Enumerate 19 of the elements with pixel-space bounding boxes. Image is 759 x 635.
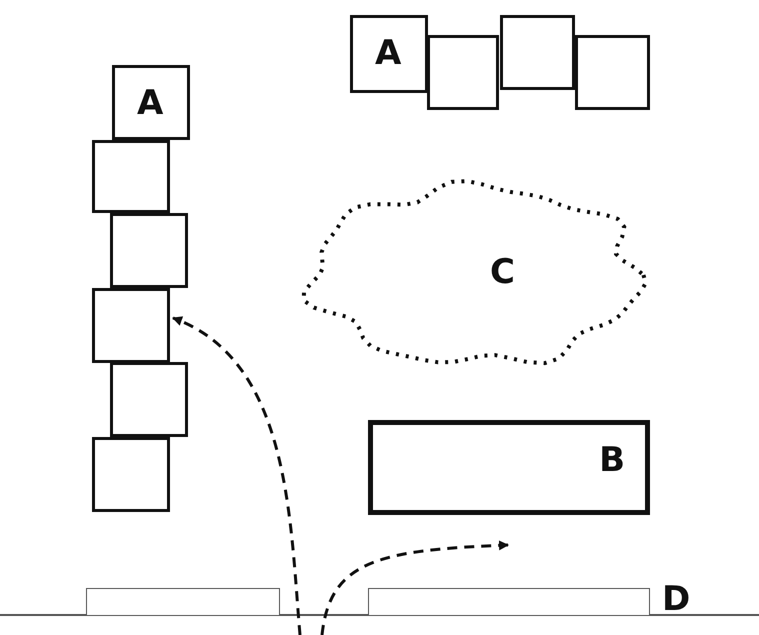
crate-box [110,362,188,437]
crate-box [110,213,188,288]
crate-box [500,15,575,90]
zone-letter: C [490,255,515,289]
crate-box [92,437,170,512]
crate-box [92,140,170,213]
crate-box [350,15,428,93]
area-box [368,420,650,515]
path-arrow [172,316,302,635]
zone-letter: A [137,86,164,120]
low-bar [86,588,280,616]
crate-box [575,35,650,110]
low-bar [368,588,650,616]
zone-letter: A [375,36,402,70]
crate-box [92,288,170,363]
zone-letter: B [599,443,625,477]
crate-box [112,65,190,140]
zone-letter: D [662,582,690,616]
crate-box [427,35,499,110]
